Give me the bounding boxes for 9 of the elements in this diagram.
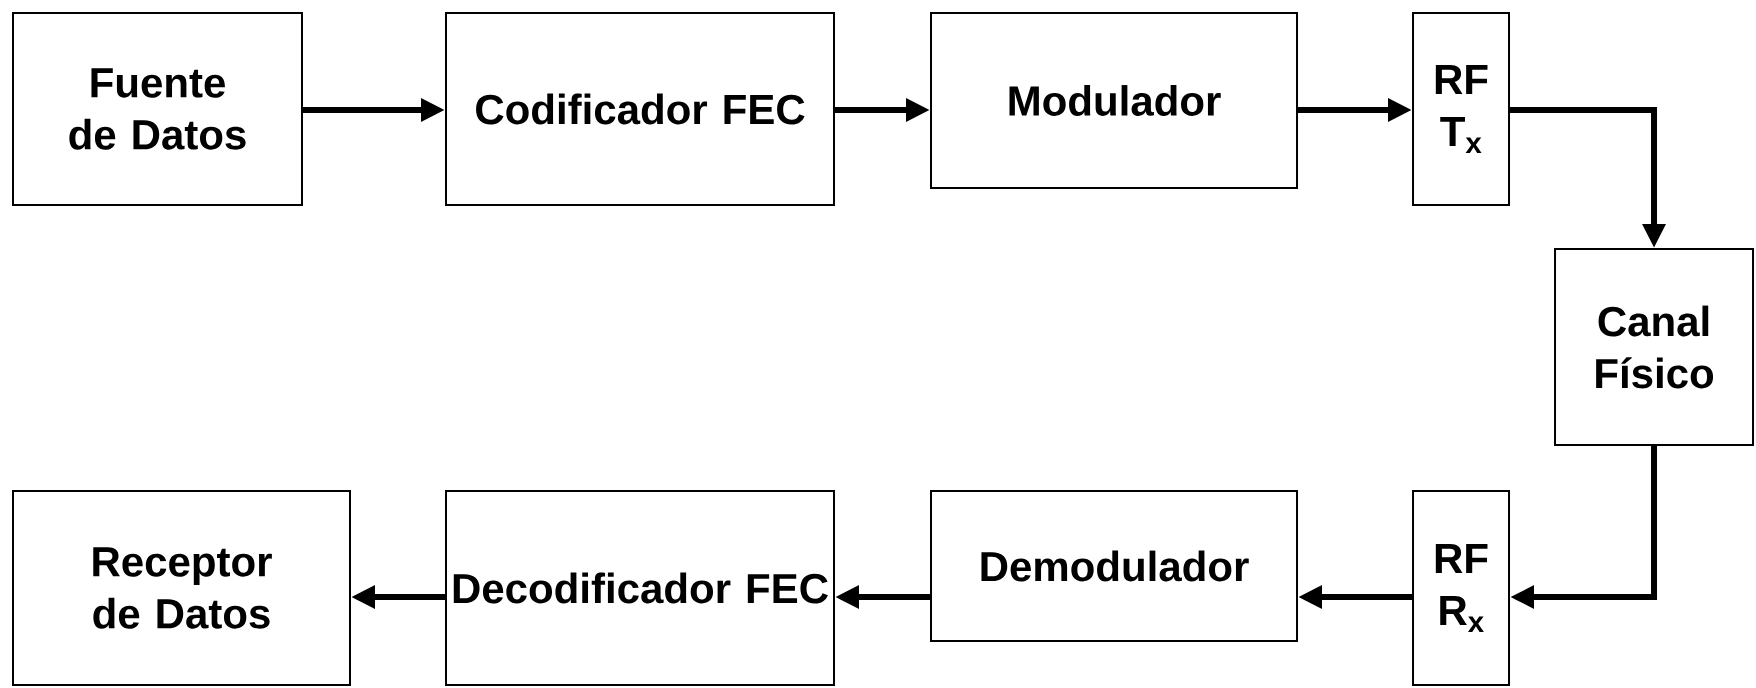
process-box: Fuente de Datos [12, 12, 303, 206]
process-box: Codificador FEC [445, 12, 835, 206]
process-box: RF R$_{x}$ [1412, 490, 1510, 686]
process-box: RF T$_{x}$ [1412, 12, 1510, 206]
process-box: Canal Físico [1554, 248, 1754, 446]
process-box: Modulador [930, 12, 1298, 189]
process-box: Decodificador FEC [445, 490, 835, 686]
process-box: Receptor de Datos [12, 490, 351, 686]
process-box: Demodulador [930, 490, 1298, 642]
